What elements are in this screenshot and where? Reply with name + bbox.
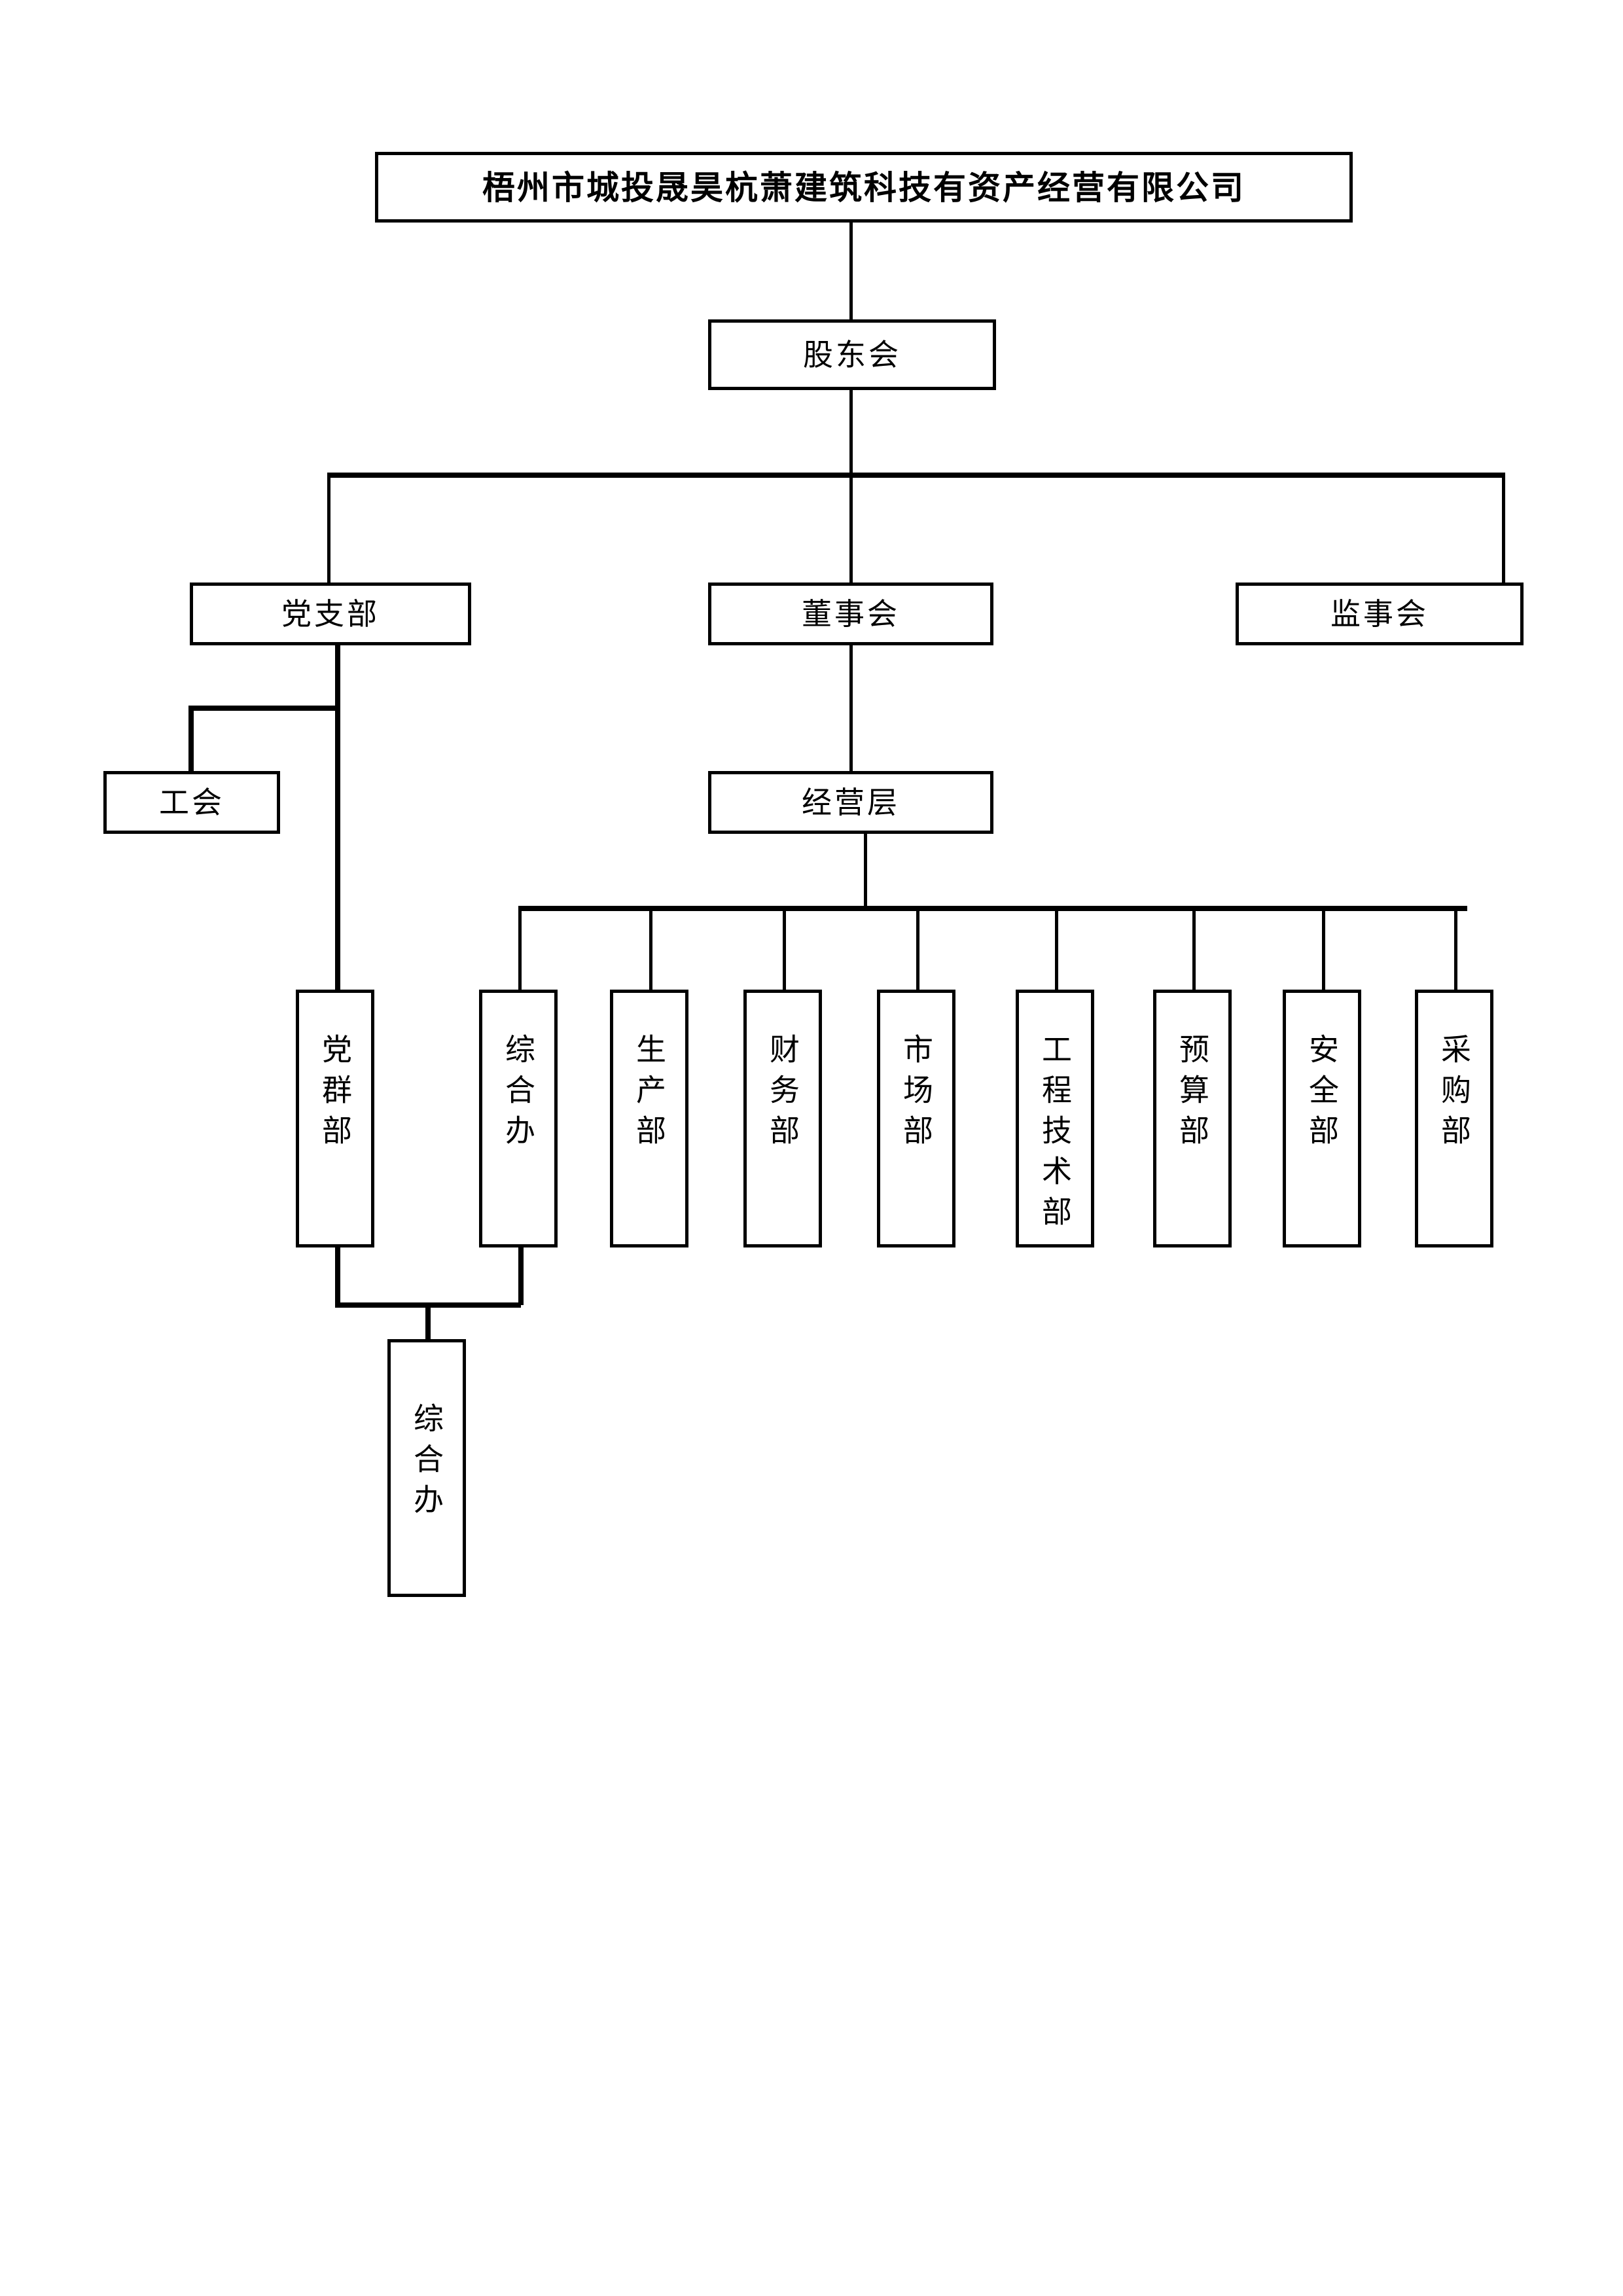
node-company[interactable]: 梧州市城投晟昊杭萧建筑科技有资产经营有限公司 — [375, 152, 1353, 223]
node-shareholders-label: 股东会 — [803, 336, 901, 372]
edge-zongheban-down — [518, 1247, 524, 1305]
node-management-label: 经营层 — [802, 784, 900, 820]
node-board-supervisors[interactable]: 监事会 — [1236, 583, 1524, 645]
edge-management-stem — [864, 834, 867, 908]
edge-bus-to-general-office — [518, 906, 522, 991]
node-board-directors[interactable]: 董事会 — [708, 583, 993, 645]
node-department-budget-label: 预算部 — [1175, 1033, 1210, 1155]
node-department-marketing-label: 市场部 — [899, 1033, 934, 1155]
node-department-dangqunbu[interactable]: 党群部 — [296, 990, 374, 1247]
node-party-branch-label: 党支部 — [281, 596, 380, 632]
edge-departments-bus — [518, 906, 1467, 911]
edge-bus-to-safety — [1322, 906, 1325, 991]
edge-company-to-shareholders — [849, 223, 853, 319]
node-department-dangqunbu-label: 党群部 — [317, 1033, 353, 1155]
edge-bus-to-party-branch — [327, 473, 330, 584]
edge-party-branch-spine — [335, 645, 340, 1012]
edge-bus-to-finance — [783, 906, 786, 991]
node-management[interactable]: 经营层 — [708, 771, 993, 834]
node-department-safety-label: 安全部 — [1304, 1033, 1340, 1155]
node-labor-union[interactable]: 工会 — [103, 771, 280, 834]
node-department-zonghe-ban[interactable]: 综合办 — [479, 990, 558, 1247]
node-department-engineering[interactable]: 工程技术部 — [1016, 990, 1094, 1247]
edge-bus-to-board-supervisors — [1502, 473, 1505, 584]
node-department-finance[interactable]: 财务部 — [743, 990, 822, 1247]
node-party-branch[interactable]: 党支部 — [190, 583, 471, 645]
edge-shareholders-stem — [849, 390, 853, 474]
edge-bus-to-board-directors — [849, 473, 853, 584]
node-company-label: 梧州市城投晟昊杭萧建筑科技有资产经营有限公司 — [482, 168, 1245, 207]
node-department-finance-label: 财务部 — [765, 1033, 800, 1155]
edge-bus-to-budget — [1192, 906, 1196, 991]
edge-board-to-management — [849, 645, 853, 771]
edge-bus-to-procurement — [1454, 906, 1457, 991]
edge-bus-to-marketing — [916, 906, 919, 991]
node-department-engineering-label: 工程技术部 — [1037, 1033, 1073, 1236]
node-department-marketing[interactable]: 市场部 — [877, 990, 955, 1247]
edge-level3-bus — [327, 473, 1505, 478]
node-department-production[interactable]: 生产部 — [610, 990, 688, 1247]
node-department-procurement[interactable]: 采购部 — [1415, 990, 1493, 1247]
node-department-safety[interactable]: 安全部 — [1283, 990, 1361, 1247]
node-sub-office[interactable]: 综合办 — [387, 1339, 466, 1597]
edge-merge-to-sub-office — [425, 1302, 431, 1343]
node-board-directors-label: 董事会 — [802, 596, 900, 632]
node-department-production-label: 生产部 — [632, 1033, 667, 1155]
edge-bus-to-production — [649, 906, 652, 991]
node-board-supervisors-label: 监事会 — [1330, 596, 1429, 632]
node-labor-union-label: 工会 — [159, 784, 224, 820]
node-department-zonghe-ban-label: 综合办 — [501, 1033, 536, 1155]
node-sub-office-label: 综合办 — [409, 1403, 444, 1524]
edge-bus-to-engineering — [1055, 906, 1058, 991]
node-department-procurement-label: 采购部 — [1436, 1033, 1472, 1155]
node-shareholders[interactable]: 股东会 — [708, 319, 996, 390]
node-department-budget[interactable]: 预算部 — [1153, 990, 1232, 1247]
edge-party-branch-to-union-v — [188, 706, 194, 778]
edge-dangqunbu-down — [335, 1247, 340, 1305]
edge-party-branch-to-union-h — [188, 706, 339, 711]
